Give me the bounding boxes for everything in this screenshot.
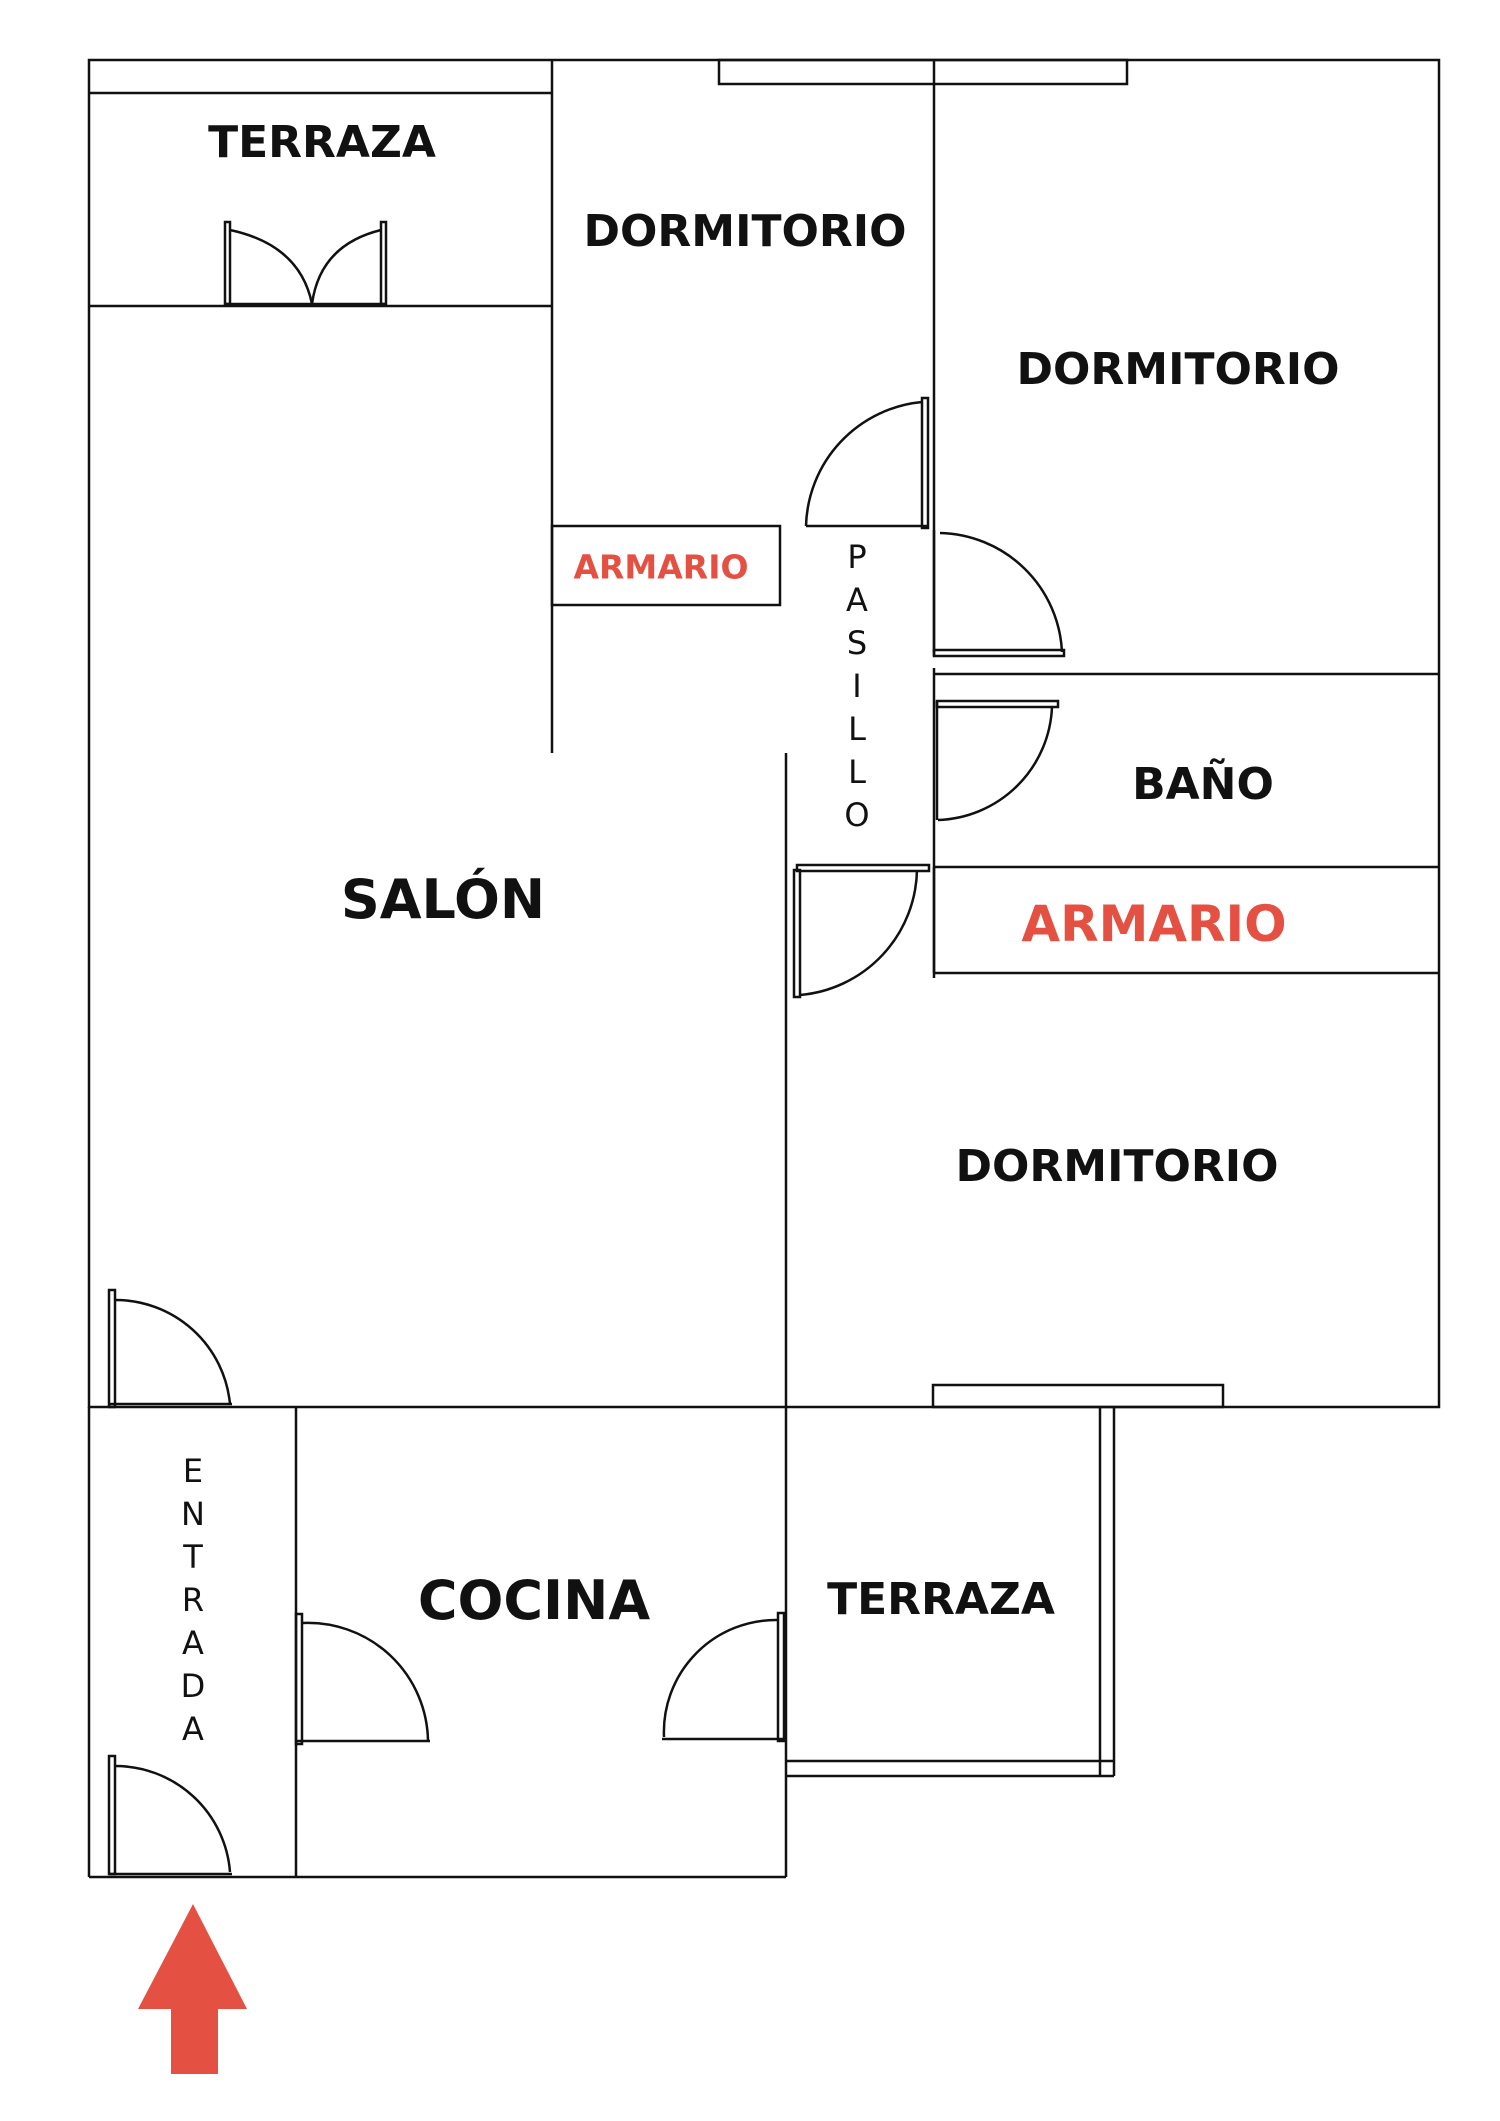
door-swing-icon: [792, 863, 931, 999]
door-swing-icon: [107, 1288, 232, 1409]
walls: [87, 58, 1441, 1879]
room-label-terraza-bottom: TERRAZA: [827, 1574, 1055, 1625]
vertical-letter: R: [181, 1581, 205, 1619]
vertical-letter: S: [846, 624, 868, 662]
vertical-letter: P: [847, 538, 867, 576]
room-label-dormitorio-right: DORMITORIO: [1016, 344, 1340, 395]
vertical-letter: L: [848, 753, 866, 791]
room-label-salon: SALÓN: [340, 868, 546, 931]
door-swing-icon: [804, 396, 930, 530]
door-swing-icon: [294, 1612, 430, 1746]
arrow-up-icon: [138, 1904, 247, 2074]
room-label-cocina: COCINA: [417, 1569, 651, 1632]
vertical-letter: D: [180, 1667, 206, 1705]
room-label-dormitorio-top: DORMITORIO: [583, 206, 907, 257]
terrace-double-door-icon: [223, 220, 388, 306]
vertical-letter: I: [852, 667, 862, 705]
vertical-letter: O: [844, 796, 870, 834]
vertical-letter: A: [846, 581, 868, 619]
room-label-dormitorio-bottom: DORMITORIO: [955, 1141, 1279, 1192]
room-label-bano: BAÑO: [1132, 759, 1274, 810]
door-swing-icon: [107, 1754, 232, 1876]
door-swing-icon: [662, 1611, 786, 1743]
door-swing-icon: [935, 699, 1060, 822]
vertical-letter: N: [181, 1495, 205, 1533]
doors: [107, 220, 1066, 1876]
vertical-letter: E: [182, 1452, 204, 1490]
vertical-letter: A: [182, 1710, 204, 1748]
room-label-armario-large: ARMARIO: [1021, 895, 1287, 953]
room-label-terraza-top: TERRAZA: [208, 117, 436, 168]
vertical-letter: L: [848, 710, 866, 748]
vertical-letter: T: [183, 1538, 203, 1576]
room-label-armario-small: ARMARIO: [573, 547, 749, 587]
vertical-letter: A: [182, 1624, 204, 1662]
door-swing-icon: [932, 530, 1066, 658]
